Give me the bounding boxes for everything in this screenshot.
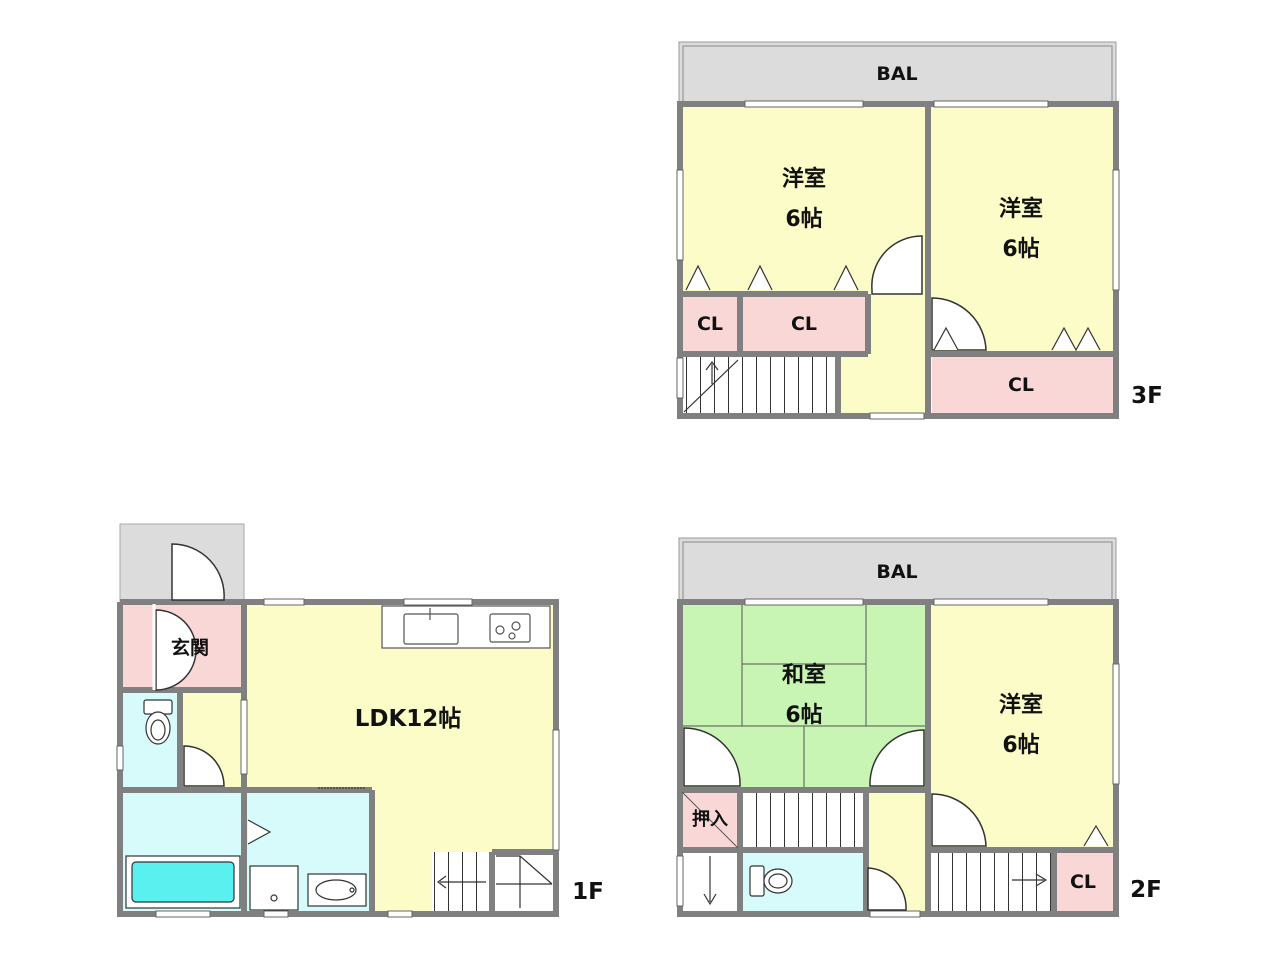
room-2f-right-name: 洋室 (999, 692, 1043, 718)
room-3f-left-size: 6帖 (785, 207, 822, 232)
toilet-icon-2f (749, 865, 793, 897)
balcony-label-3f: BAL (876, 63, 917, 85)
washing-machine-icon (249, 865, 299, 911)
room-2f-right-size: 6帖 (1002, 733, 1039, 758)
stairs-2f-right (930, 852, 1054, 912)
floor-label-3f: 3F (1131, 383, 1163, 409)
floor-1f: 玄関 LDK12帖 1F (116, 523, 604, 918)
room-3f-right-size: 6帖 (1002, 237, 1039, 262)
stairs-2f-upper (744, 792, 862, 848)
tatami-room-size: 6帖 (785, 703, 822, 728)
closet-2f-label: CL (1070, 871, 1096, 893)
oshiire-label: 押入 (692, 808, 728, 830)
room-3f-left-name: 洋室 (782, 166, 826, 192)
kitchen-counter (381, 605, 551, 649)
closet-3f-mid (742, 294, 866, 354)
balcony-label-2f: BAL (876, 561, 917, 583)
closet-2f (1056, 852, 1114, 912)
tatami-room-name: 和室 (782, 662, 826, 688)
floor-label-2f: 2F (1130, 877, 1162, 903)
closet-3f-small-label: CL (697, 313, 723, 335)
toilet-icon-1f (143, 699, 173, 745)
closet-3f-mid-label: CL (791, 313, 817, 335)
floor-3f: BAL 洋室 6帖 洋室 6帖 CL CL CL 3F (676, 41, 1163, 420)
closet-3f-right (932, 356, 1114, 416)
closet-3f-small (680, 294, 740, 354)
ldk-label: LDK12帖 (355, 706, 462, 732)
stairs-3f (682, 356, 838, 414)
room-3f-right-name: 洋室 (999, 196, 1043, 222)
closet-3f-right-label: CL (1008, 374, 1034, 396)
entrance-label: 玄関 (171, 636, 209, 659)
floor-label-1f: 1F (572, 879, 604, 905)
floor-2f: BAL 和室 6帖 洋室 6帖 押入 CL 2F (676, 537, 1162, 918)
bathtub-icon (125, 855, 241, 909)
